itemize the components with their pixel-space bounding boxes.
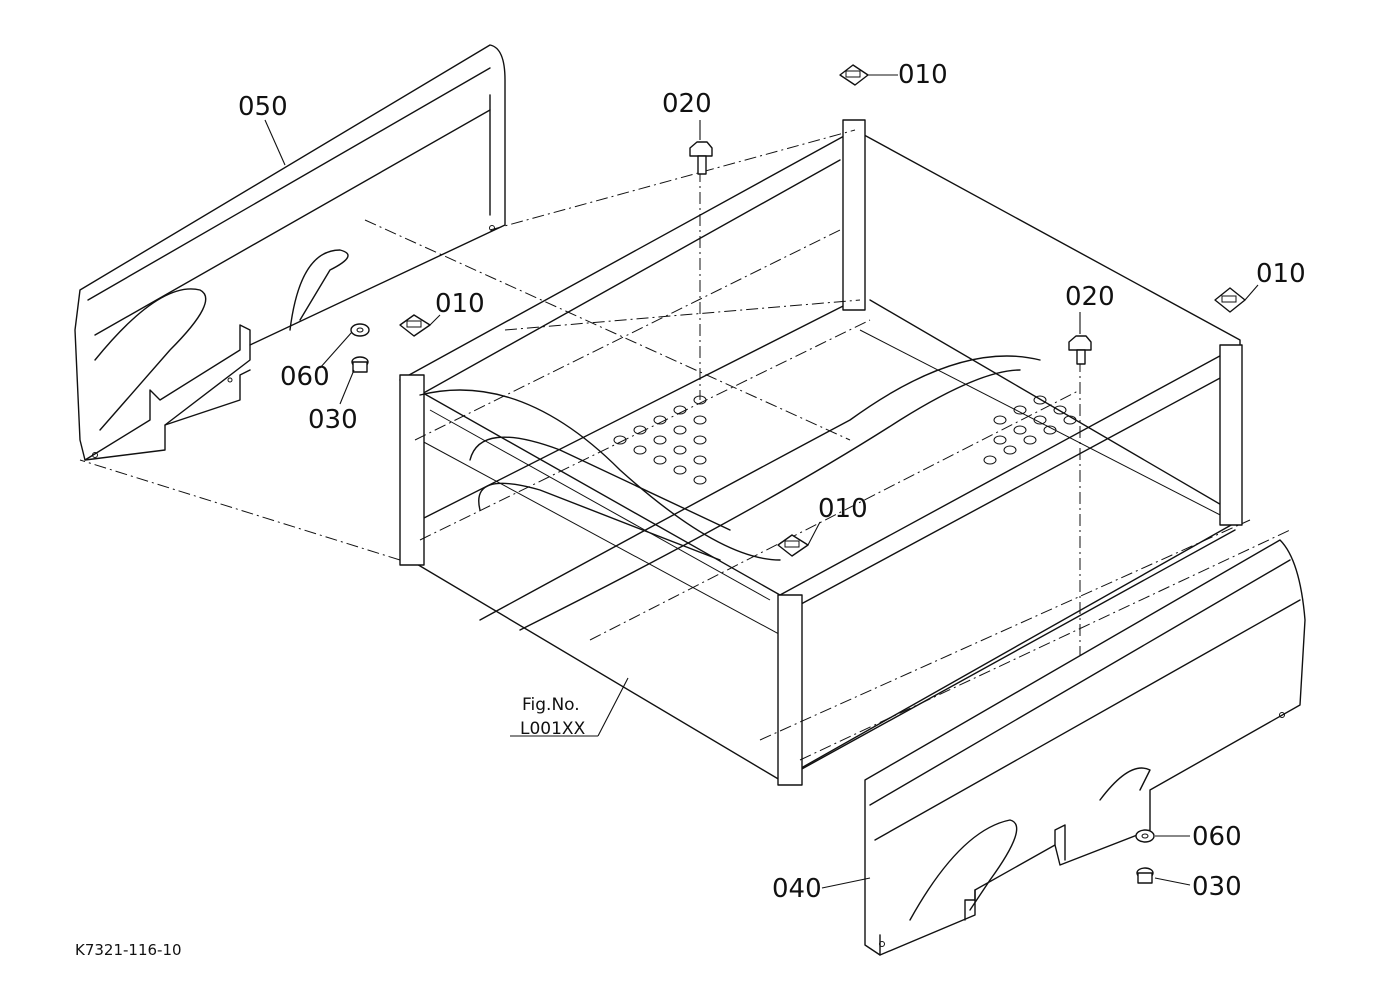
label-010-front: 010 (818, 494, 868, 524)
figure-ref-line1: Fig.No. (522, 695, 580, 715)
cap-010-upper-right (1214, 287, 1246, 313)
label-010-left: 010 (435, 289, 485, 319)
cap-010-top (839, 64, 869, 86)
floor-grating-right (983, 395, 1077, 465)
label-060-right: 060 (1192, 822, 1242, 852)
cap-010-left (399, 314, 431, 337)
bolt-020-right (1068, 335, 1092, 365)
label-020-right: 020 (1065, 282, 1115, 312)
nut-030-right (1136, 867, 1154, 884)
label-040: 040 (772, 874, 822, 904)
leader-lines (264, 74, 1259, 889)
cargo-bed (399, 119, 1243, 786)
label-030-left: 030 (308, 405, 358, 435)
figure-ref-line2: L001XX (520, 719, 586, 739)
floor-grating-left (613, 395, 707, 485)
label-010-upper-right: 010 (1256, 259, 1306, 289)
nut-030-left (351, 356, 369, 373)
label-060-left: 060 (280, 362, 330, 392)
side-panel-040 (864, 539, 1306, 956)
label-020-left: 020 (662, 89, 712, 119)
cap-010-front (777, 534, 809, 557)
diagram-code: K7321-116-10 (75, 941, 182, 959)
label-030-right: 030 (1192, 872, 1242, 902)
label-050: 050 (238, 92, 288, 122)
side-panel-050 (74, 44, 506, 461)
label-010-top: 010 (898, 60, 948, 90)
bolt-020-left (689, 141, 713, 175)
projection-lines (79, 129, 1291, 801)
washer-060-left (350, 323, 370, 337)
washer-060-right (1135, 829, 1155, 843)
